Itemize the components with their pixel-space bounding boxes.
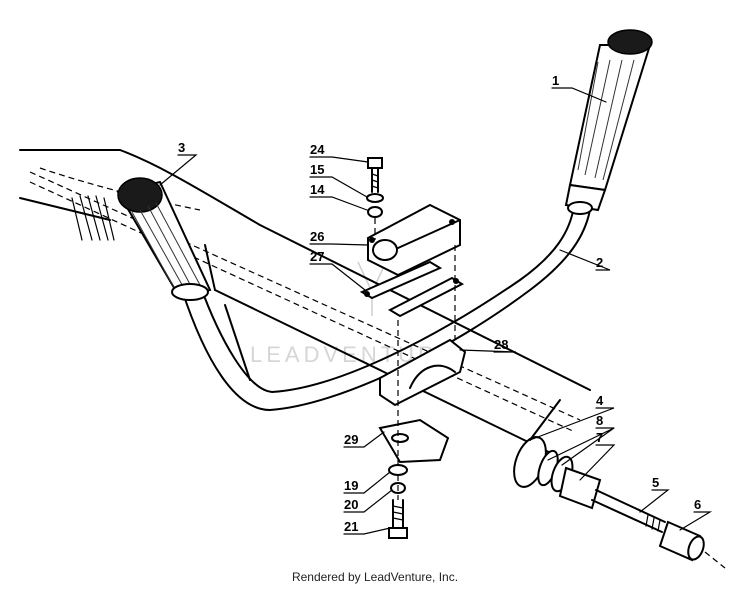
callout-labels: 1 2 3 4 5 6 7 8 14 15 19 20 21 24 26 27 …: [178, 73, 701, 534]
callout-26: 26: [310, 229, 324, 244]
callout-24: 24: [310, 142, 325, 157]
callout-8: 8: [596, 413, 603, 428]
callout-3: 3: [178, 140, 185, 155]
top-bolt-assembly: [366, 157, 384, 218]
footer-credit: Rendered by LeadVenture, Inc.: [291, 570, 459, 584]
watermark-logo: LEADVENTURE: [250, 261, 453, 367]
callout-4: 4: [596, 393, 604, 408]
bottom-bolt-assembly: [388, 464, 408, 539]
callout-20: 20: [344, 497, 358, 512]
left-grip: [116, 177, 212, 301]
alignment-lines: [374, 218, 456, 500]
callout-6: 6: [694, 497, 701, 512]
lower-clamp: [379, 338, 467, 407]
callout-21: 21: [344, 519, 358, 534]
drive-shaft-parts: [537, 449, 726, 569]
callout-15: 15: [310, 162, 324, 177]
leader-lines: [159, 87, 713, 535]
bottom-bracket: [378, 418, 450, 464]
callout-14: 14: [310, 182, 325, 197]
callout-1: 1: [552, 73, 559, 88]
callout-7: 7: [596, 430, 603, 445]
callout-29: 29: [344, 432, 358, 447]
callout-2: 2: [596, 255, 603, 270]
callout-28: 28: [494, 337, 508, 352]
callout-5: 5: [652, 475, 659, 490]
callout-19: 19: [344, 478, 358, 493]
spacer-plates: [359, 260, 465, 318]
main-shaft-tube: [19, 149, 591, 488]
right-grip: [564, 29, 653, 215]
upper-clamp: [367, 203, 461, 277]
callout-27: 27: [310, 249, 324, 264]
